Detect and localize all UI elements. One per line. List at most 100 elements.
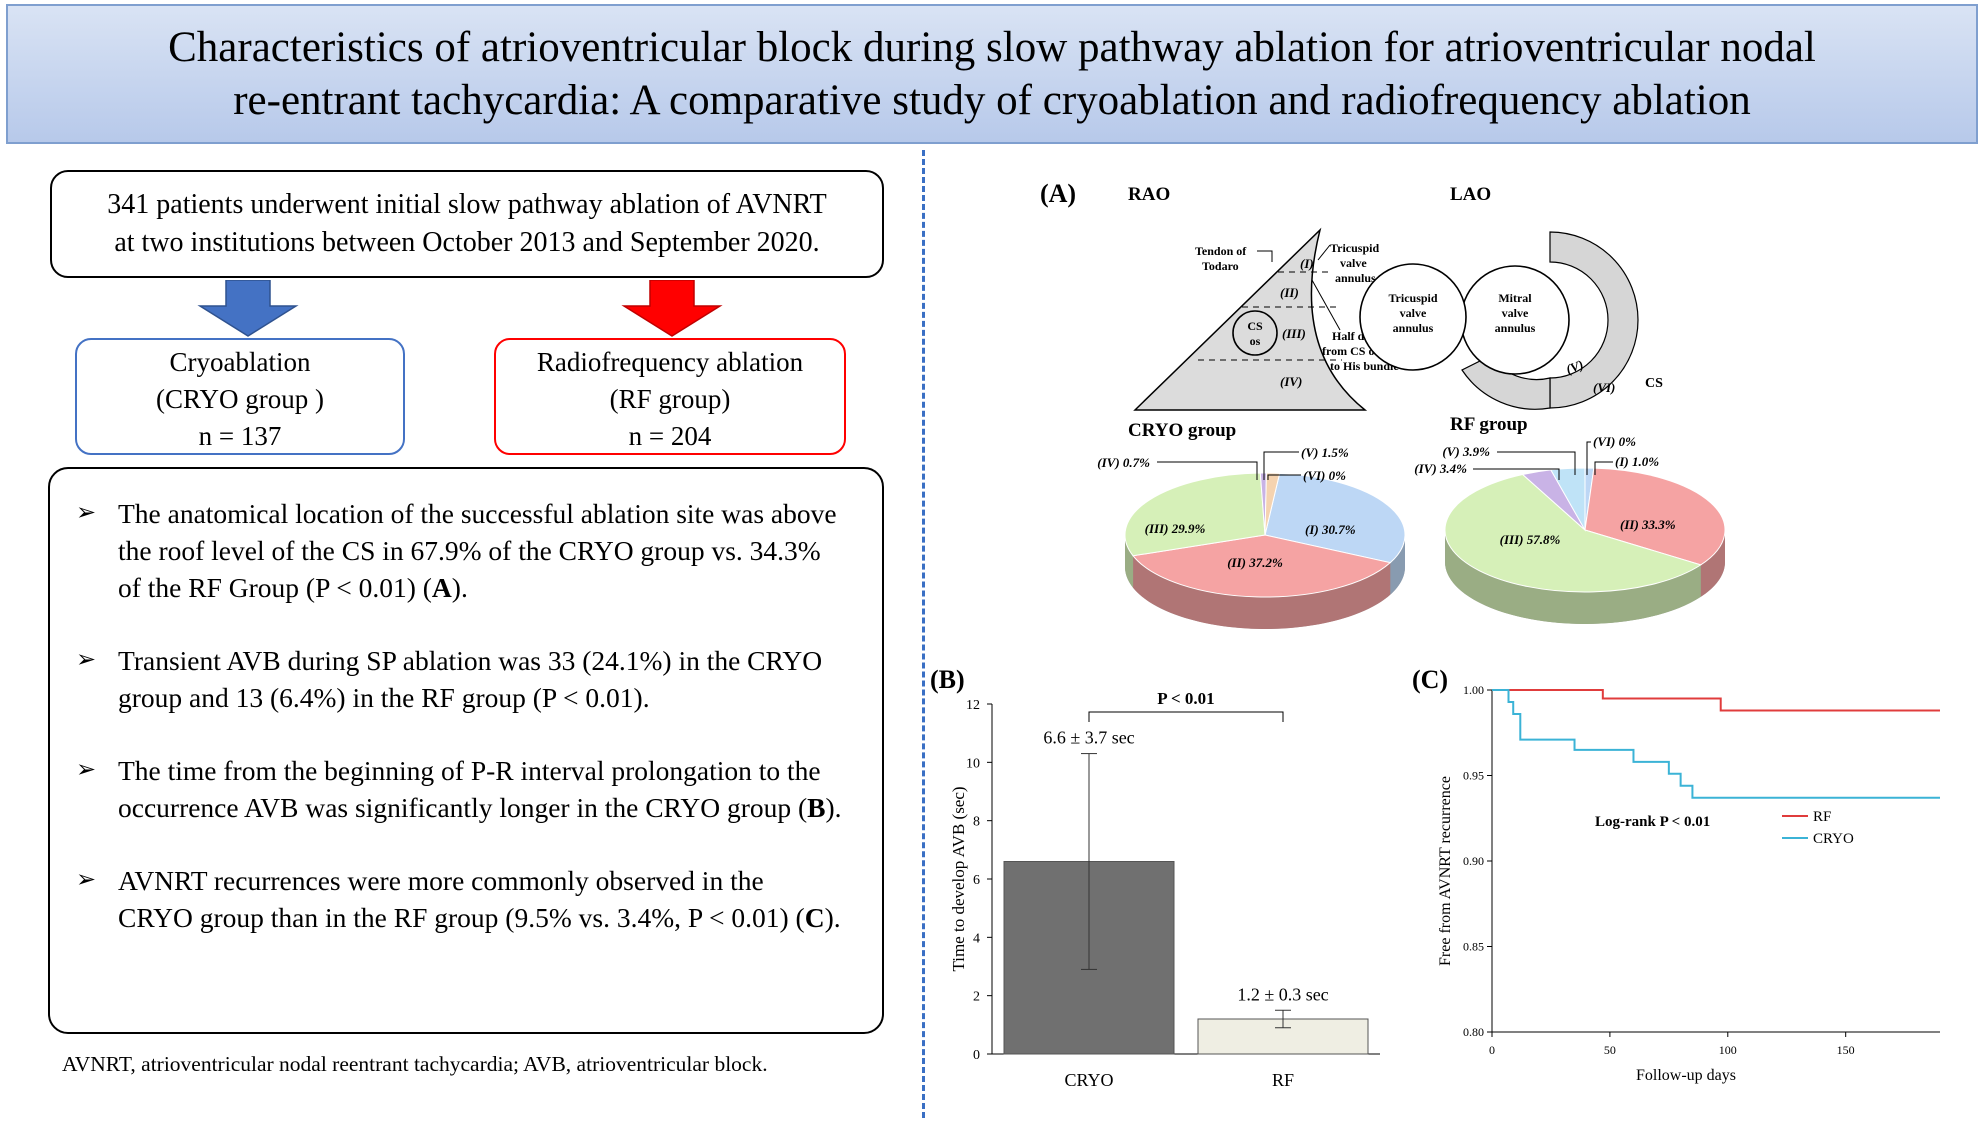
svg-text:Mitral: Mitral [1498, 291, 1532, 305]
study-population-box: 341 patients underwent initial slow path… [50, 170, 884, 278]
rf-pie-chart: (I) 1.0% (II) 33.3% (III) 57.8% (IV) 3.4% (V… [1414, 434, 1726, 624]
finding-item: ➢ The time from the beginning of P-R int… [68, 752, 842, 826]
x-tick-label: 100 [1719, 1043, 1737, 1057]
pie-slice-side [1133, 555, 1391, 629]
x-tick-label: CRYO [1064, 1070, 1113, 1090]
pie-slice-label: (II) 33.3% [1620, 517, 1676, 532]
arrow-bullet-icon: ➢ [76, 867, 97, 893]
svg-text:annulus: annulus [1495, 321, 1536, 335]
x-tick-label: 0 [1489, 1043, 1495, 1057]
rf-group-box: Radiofrequency ablation (RF group) n = 2… [494, 338, 846, 455]
y-tick-label: 0 [973, 1048, 980, 1063]
finding-item: ➢ AVNRT recurrences were more commonly o… [68, 862, 842, 936]
y-tick-label: 4 [973, 931, 980, 946]
page-title: Characteristics of atrioventricular bloc… [168, 24, 1816, 124]
legend-label: RF [1813, 809, 1831, 825]
svg-text:Tricuspid: Tricuspid [1330, 241, 1379, 255]
svg-text:(IV): (IV) [1280, 374, 1302, 389]
pie-slice [1550, 467, 1586, 532]
arrow-down-cryo-icon [197, 280, 299, 337]
svg-text:Tricuspid: Tricuspid [1388, 291, 1437, 305]
y-tick-label: 0.80 [1463, 1025, 1484, 1039]
pie-slice-label: (I) 30.7% [1305, 522, 1356, 537]
svg-text:annulus: annulus [1393, 321, 1434, 335]
svg-text:Tendon of: Tendon of [1195, 244, 1247, 258]
y-tick-label: 0.90 [1463, 854, 1484, 868]
log-rank-label: Log-rank P < 0.01 [1595, 814, 1710, 830]
pie-slice [1124, 472, 1266, 557]
pie-slice-side [1700, 530, 1725, 597]
y-tick-label: 6 [973, 873, 980, 888]
y-axis-label: Free from AVNRT recurrence [1437, 776, 1454, 966]
arrow-down-rf-icon [621, 280, 723, 337]
svg-text:to His bundle: to His bundle [1330, 359, 1399, 373]
arrow-bullet-icon: ➢ [76, 500, 97, 526]
pie-slice [1264, 472, 1406, 564]
lao-label: LAO [1450, 184, 1491, 205]
x-tick-label: 150 [1837, 1043, 1855, 1057]
svg-text:Todaro: Todaro [1202, 259, 1239, 273]
pie-slice-label: (VI) 0% [1593, 434, 1636, 449]
svg-text:valve: valve [1340, 256, 1367, 270]
km-line-rf [1492, 689, 1940, 712]
pie-slice [1444, 473, 1702, 593]
pie-slice-side [1125, 536, 1134, 588]
footnote: AVNRT, atrioventricular nodal reentrant … [62, 1052, 768, 1076]
cryo-pie-chart: (I) 30.7%(II) 37.2%(III) 29.9%(IV) 0.7%(… [1097, 445, 1406, 629]
x-tick-label: RF [1272, 1070, 1294, 1090]
svg-text:CS: CS [1247, 319, 1263, 333]
panel-c-label: (C) [1412, 665, 1448, 694]
svg-text:(V): (V) [1564, 357, 1585, 377]
svg-text:os: os [1250, 334, 1261, 348]
pie-slice-label: (V) 3.9% [1442, 444, 1490, 459]
pie-slice-label: (III) 57.8% [1500, 532, 1561, 547]
pie-slice [1584, 467, 1726, 566]
pie-slice-label: (II) 37.2% [1227, 555, 1283, 570]
panel-a: (A) RAO LAO CS os (I) (II) (III) (IV) Te… [1040, 179, 1726, 629]
lao-diagram: Tricuspid valve annulus Mitral valve ann… [1359, 231, 1663, 410]
y-tick-label: 1.00 [1463, 683, 1484, 697]
y-tick-label: 0.85 [1463, 940, 1484, 954]
y-tick-label: 12 [966, 698, 980, 713]
pie-slice-label: (I) 1.0% [1615, 454, 1659, 469]
rao-label: RAO [1128, 184, 1170, 205]
pie-slice-label: (IV) 0.7% [1097, 455, 1150, 470]
pie-slice [1132, 534, 1392, 598]
pie-slice [1264, 472, 1281, 536]
title-banner: Characteristics of atrioventricular bloc… [6, 4, 1978, 144]
pie-slice-side [1390, 535, 1405, 595]
bar-value-label: 1.2 ± 0.3 sec [1237, 984, 1328, 1004]
svg-text:(VI): (VI) [1593, 380, 1615, 395]
bar-value-label: 6.6 ± 3.7 sec [1043, 728, 1134, 748]
pie-slice-label: (V) 1.5% [1301, 445, 1349, 460]
pie-leader-line [1267, 474, 1301, 480]
arrow-bullet-icon: ➢ [76, 757, 97, 783]
finding-item: ➢ Transient AVB during SP ablation was 3… [68, 642, 842, 716]
cryo-group-box: Cryoablation (CRYO group ) n = 137 [75, 338, 405, 455]
pie-slice-label: (IV) 3.4% [1414, 461, 1467, 476]
pie-slice-label: (VI) 0% [1303, 468, 1346, 483]
svg-text:(III): (III) [1282, 326, 1306, 341]
finding-item: ➢ The anatomical location of the success… [68, 495, 842, 606]
rf-pie-title: RF group [1450, 414, 1528, 435]
y-tick-label: 10 [966, 756, 980, 771]
x-tick-label: 50 [1604, 1043, 1616, 1057]
svg-text:valve: valve [1502, 306, 1529, 320]
significance-label: P < 0.01 [1157, 689, 1214, 708]
column-divider [922, 150, 925, 1118]
arrow-bullet-icon: ➢ [76, 647, 97, 673]
cryo-pie-title: CRYO group [1128, 420, 1236, 441]
pie-leader-line [1586, 441, 1591, 475]
svg-text:CS: CS [1645, 376, 1663, 391]
findings-box: ➢ The anatomical location of the success… [48, 467, 884, 1034]
x-axis-label: Follow-up days [1636, 1067, 1736, 1084]
pie-leader-line [1594, 461, 1613, 475]
pie-slice-side [1445, 532, 1701, 624]
svg-text:valve: valve [1400, 306, 1427, 320]
pie-leader-line [1157, 461, 1258, 480]
panel-a-label: (A) [1040, 179, 1076, 208]
panel-b-label: (B) [930, 665, 965, 694]
y-tick-label: 8 [973, 815, 980, 830]
